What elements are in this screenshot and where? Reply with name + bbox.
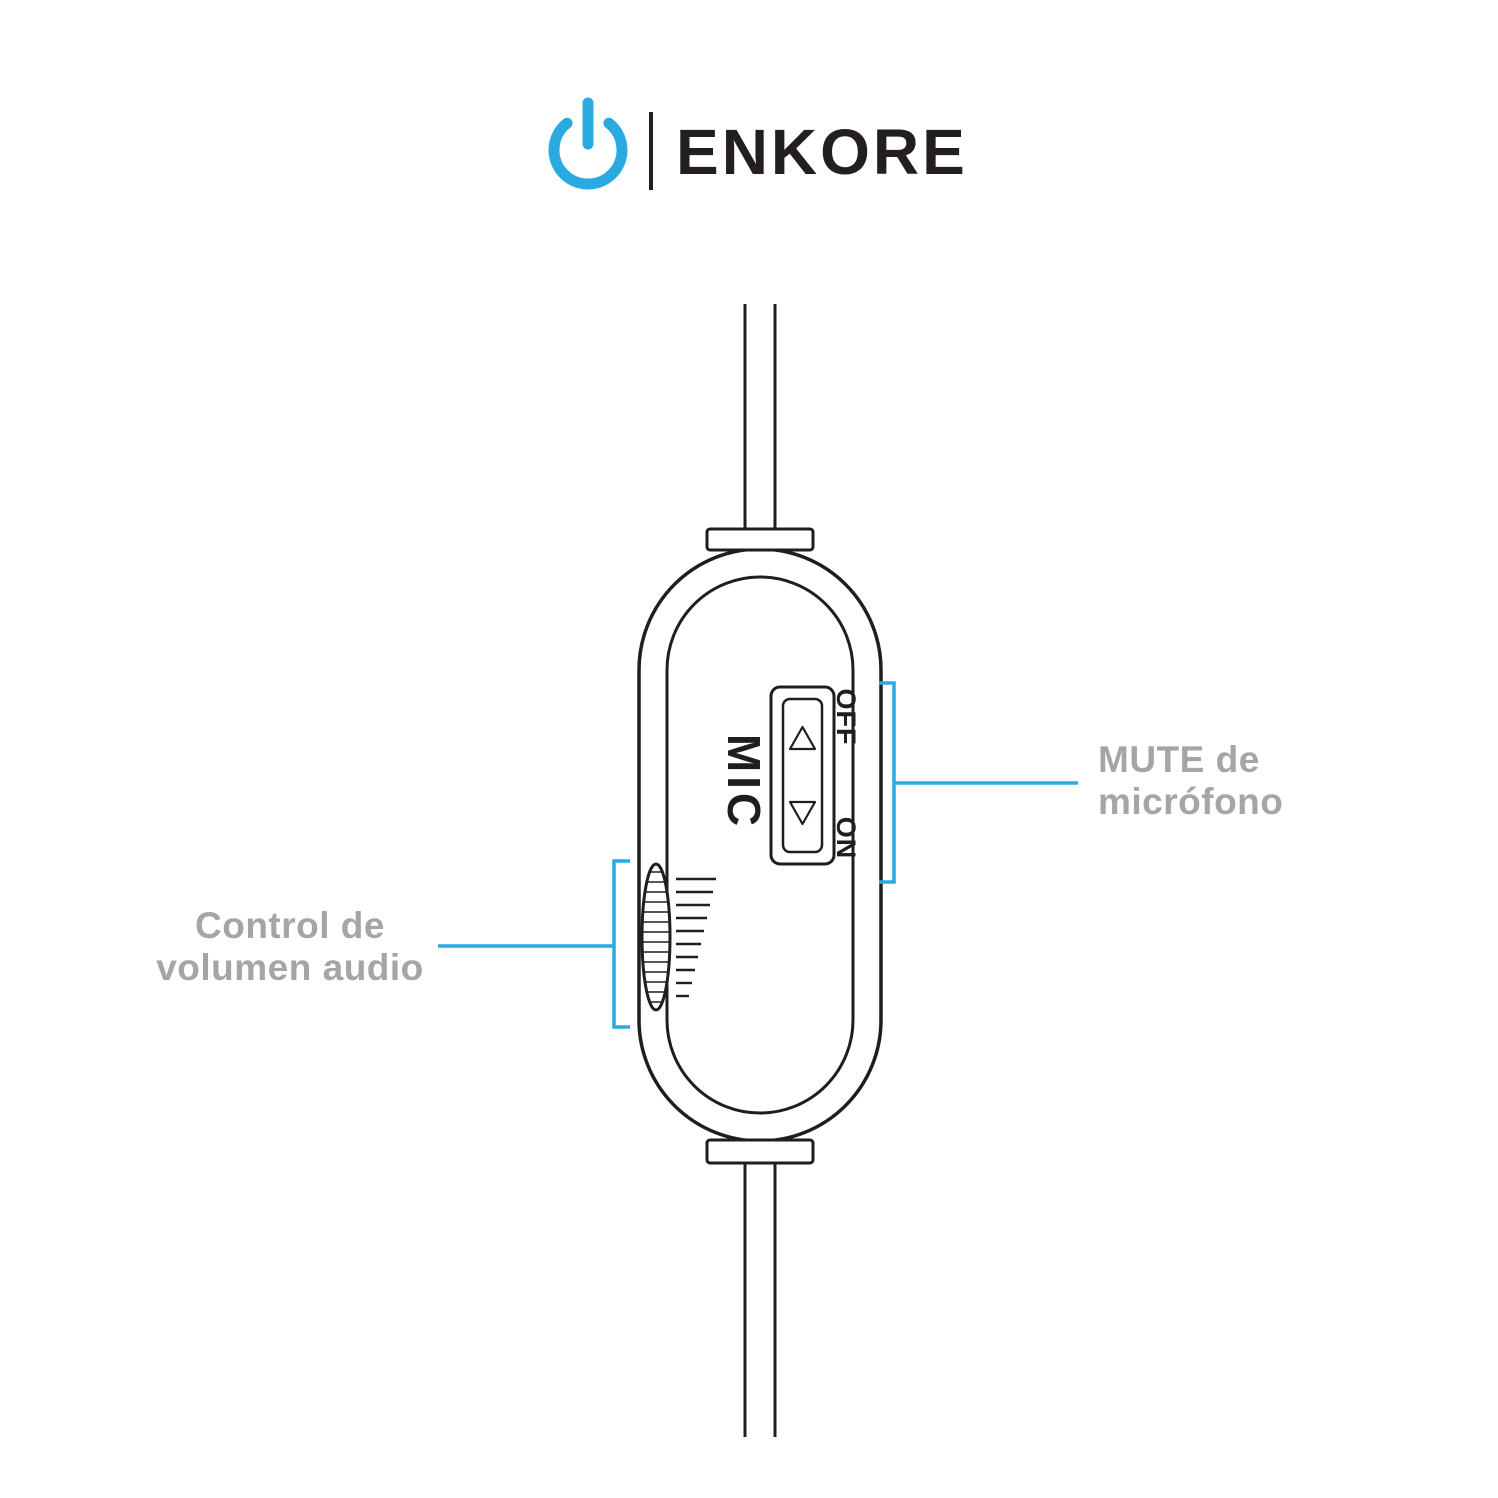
volume-bracket bbox=[612, 859, 630, 1029]
mic-switch bbox=[769, 685, 836, 866]
brand-logo: ENKORE bbox=[548, 97, 968, 190]
volume-wheel bbox=[640, 862, 716, 1012]
collar-top bbox=[705, 527, 815, 552]
switch-frame bbox=[769, 685, 836, 866]
remote-body-inner bbox=[665, 575, 855, 1115]
callout-labels: MUTE de micrófono Control de volumen aud… bbox=[156, 739, 1283, 988]
volume-label-line1: Control de bbox=[195, 905, 385, 946]
device-labels: MIC OFF ON bbox=[718, 689, 861, 860]
arrow-up-icon bbox=[788, 725, 817, 751]
mic-label: MIC bbox=[718, 734, 770, 830]
mute-label-line1: MUTE de bbox=[1098, 739, 1260, 780]
callout-lines bbox=[438, 681, 1078, 1029]
device-art bbox=[637, 304, 883, 1437]
cable-bottom bbox=[743, 1150, 777, 1437]
wheel-body bbox=[640, 862, 672, 1012]
collar-bottom bbox=[705, 1138, 815, 1165]
switch-off-label: OFF bbox=[831, 689, 861, 746]
power-icon-arc bbox=[548, 117, 628, 190]
switch-track bbox=[781, 697, 824, 854]
arrow-down-icon bbox=[788, 800, 817, 826]
volume-label-line2: volumen audio bbox=[156, 947, 424, 988]
brand-name: ENKORE bbox=[676, 116, 968, 188]
wheel-ridges bbox=[676, 877, 716, 998]
switch-on-label: ON bbox=[831, 817, 861, 860]
power-icon bbox=[548, 97, 628, 190]
mute-label-line2: micrófono bbox=[1098, 781, 1283, 822]
cable-top bbox=[743, 304, 777, 540]
